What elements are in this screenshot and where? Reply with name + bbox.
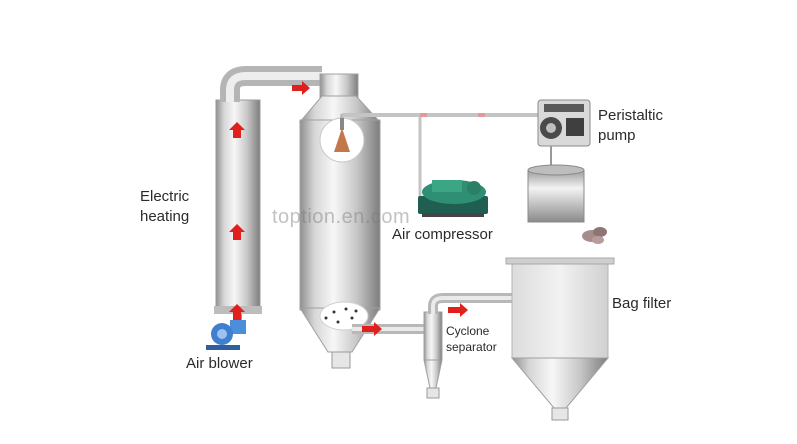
flow-arrow-right-top (292, 81, 310, 95)
feed-beaker (527, 164, 585, 223)
air-compressor (418, 180, 488, 217)
bag-filter-label: Bag filter (612, 295, 672, 312)
bag-filter (505, 257, 615, 421)
air-compressor-label: Air compressor (392, 226, 493, 243)
cyclone-separator (423, 293, 512, 399)
electric-heating-label: Electric heating (140, 188, 190, 225)
flow-arrow-right-cyclone (362, 322, 382, 336)
flow-arrow-up-3 (229, 304, 245, 320)
flow-arrow-up-1 (229, 122, 245, 138)
cyclone-separator-label: Cyclone separator (446, 324, 497, 354)
exhaust-puff (582, 227, 607, 244)
air-blower-label: Air blower (186, 355, 253, 372)
peristaltic-pump (537, 99, 591, 176)
peristaltic-pump-label: Peristaltic pump (598, 107, 664, 144)
flow-arrows (229, 81, 468, 336)
hot-air-pipe (220, 66, 322, 102)
feed-line (340, 113, 545, 200)
flow-arrow-up-2 (229, 224, 245, 240)
watermark: toption.en.com (272, 206, 411, 228)
flow-arrow-right-bagfilter (448, 303, 468, 317)
